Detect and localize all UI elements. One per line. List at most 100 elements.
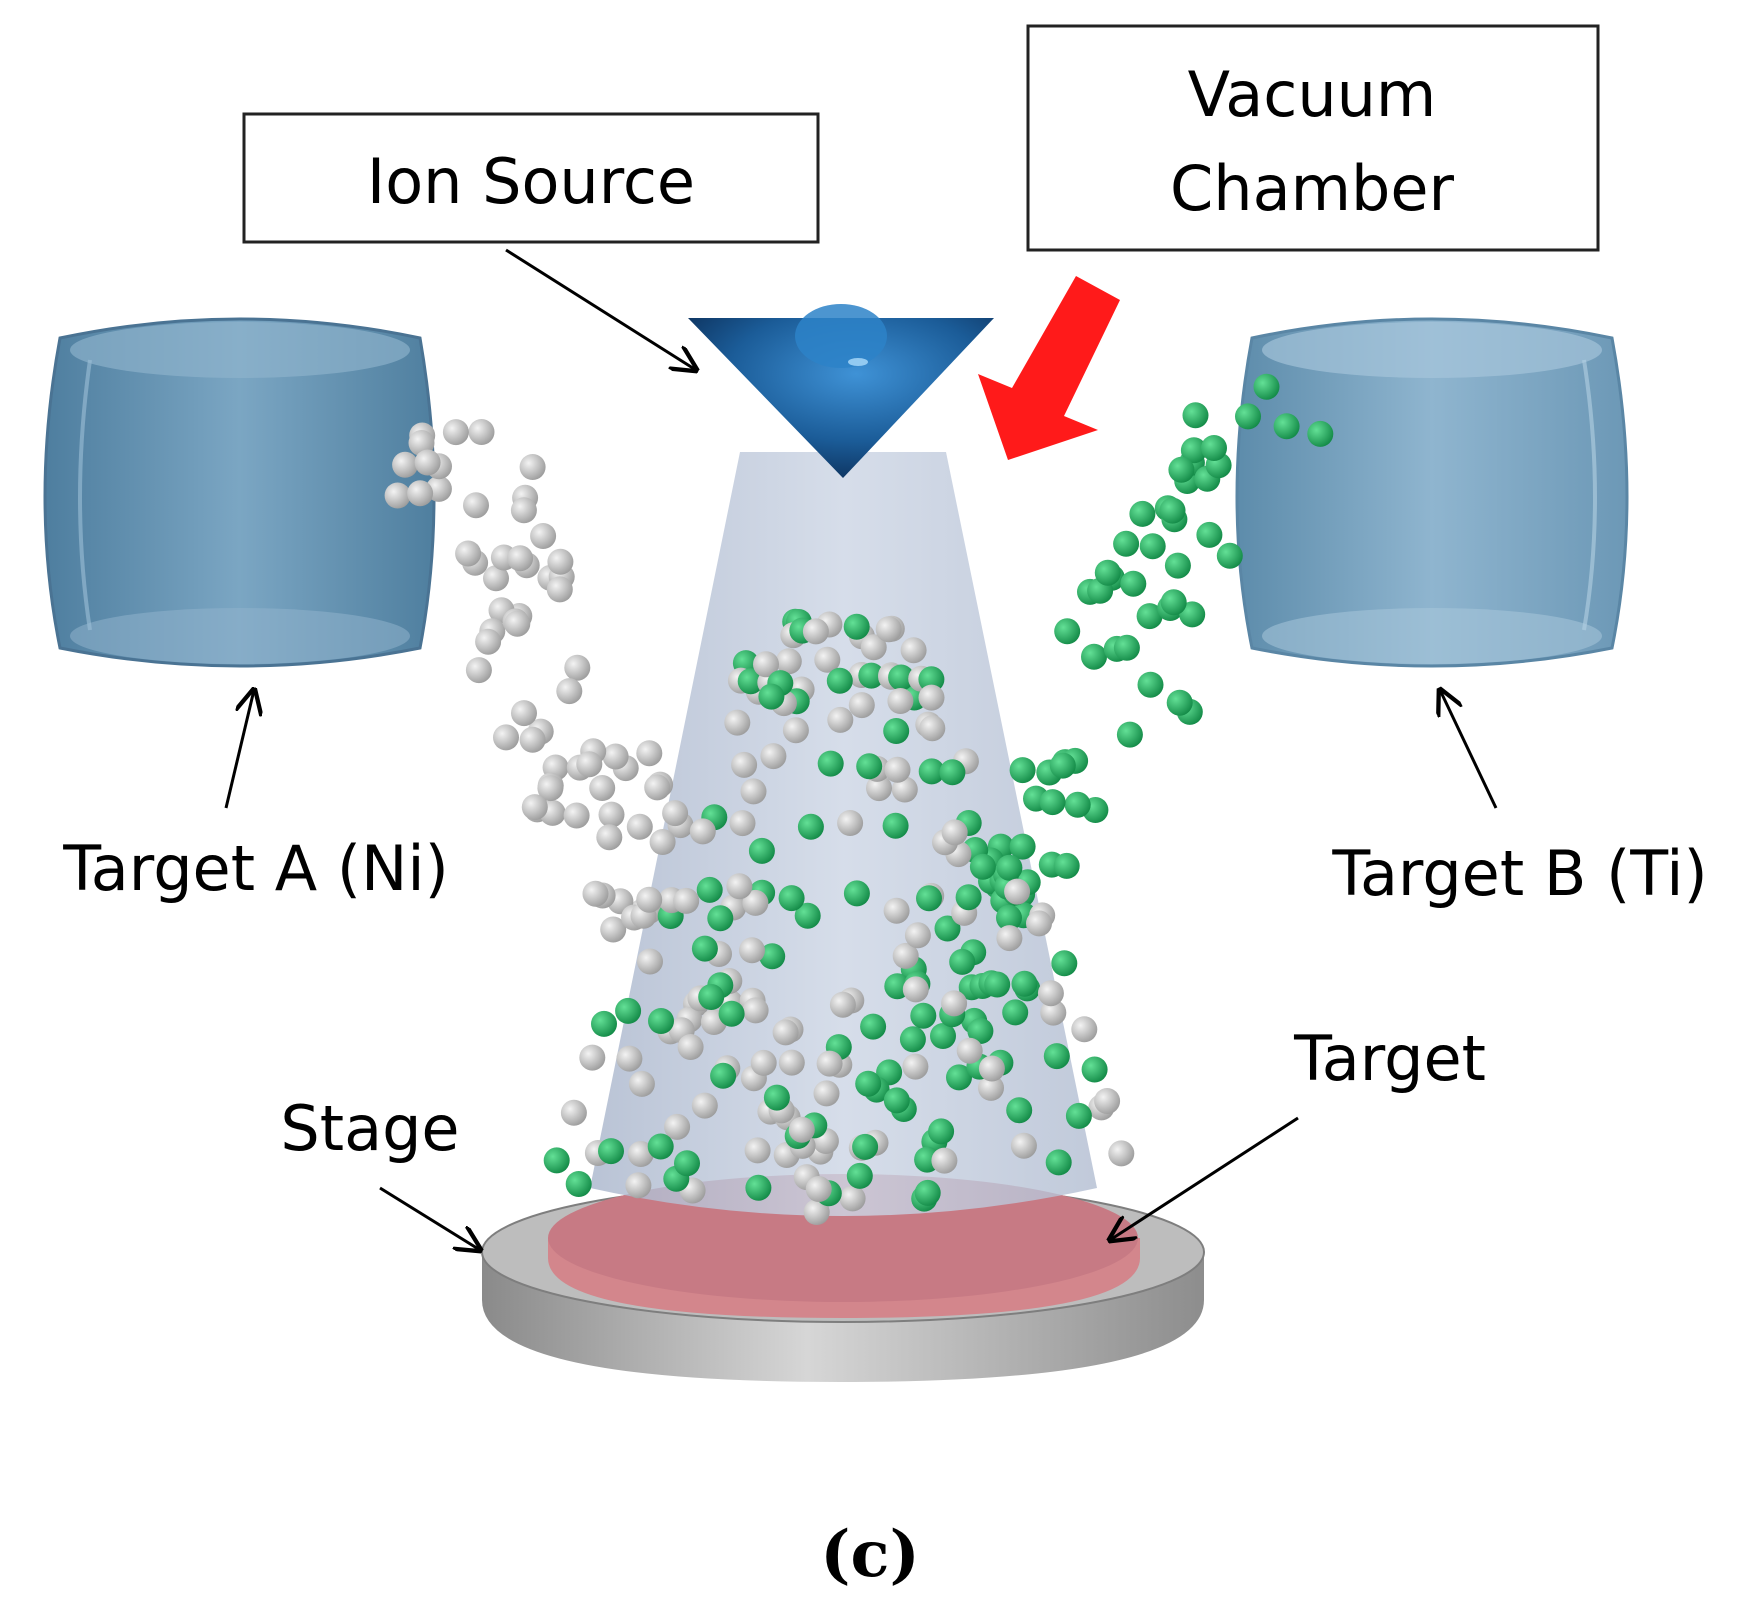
target-b-label: Target B (Ti)	[1331, 837, 1707, 910]
ti-particle	[1002, 999, 1029, 1026]
ni-particle	[626, 813, 653, 840]
ni-particle	[860, 634, 887, 661]
ni-particle	[636, 886, 663, 913]
ti-particle	[1182, 402, 1209, 429]
ni-particle	[805, 1176, 832, 1202]
ni-particle	[600, 916, 627, 943]
ni-particle	[689, 818, 716, 845]
ion-source-pointer	[505, 248, 696, 370]
ion-source-cone-icon	[688, 304, 994, 478]
ni-particle	[1108, 1140, 1135, 1167]
ti-particle	[1065, 1102, 1092, 1129]
ni-particle	[829, 991, 856, 1018]
ti-particle	[1168, 456, 1195, 483]
ni-particle	[904, 922, 931, 949]
ti-particle	[748, 837, 775, 864]
ti-particle	[1253, 373, 1280, 400]
ti-particle	[1273, 413, 1300, 440]
ti-particle	[946, 1064, 972, 1091]
ti-particle	[647, 1133, 674, 1160]
ni-particle	[839, 1185, 866, 1212]
ti-particle	[710, 1062, 737, 1089]
target-a-pointer	[224, 690, 254, 809]
ni-particle	[772, 1019, 799, 1046]
ni-particle	[848, 692, 875, 719]
ion-source-label: Ion Source	[367, 145, 695, 218]
ni-particle	[978, 1074, 1004, 1101]
ni-particle	[731, 751, 758, 778]
ti-particle	[691, 935, 718, 962]
ni-particle	[408, 430, 435, 456]
target-a-label: Target A (Ni)	[62, 832, 449, 905]
ti-particle	[846, 1162, 873, 1189]
ti-particle	[969, 853, 996, 880]
ni-particle	[628, 1070, 655, 1097]
ni-particle	[637, 948, 663, 975]
ti-particle	[967, 1018, 994, 1044]
ni-particle	[530, 523, 557, 549]
ti-particle	[1136, 603, 1163, 630]
ni-particle	[625, 1172, 652, 1199]
ti-particle	[1113, 634, 1140, 661]
ti-particle	[1179, 601, 1206, 628]
ni-particle	[691, 1092, 718, 1119]
ti-particle	[939, 759, 966, 786]
target-label: Target	[1293, 1022, 1486, 1095]
ni-particle	[483, 565, 509, 592]
ni-particle	[547, 548, 574, 575]
ni-particle	[900, 637, 927, 664]
red-arrow-icon	[978, 276, 1120, 460]
ti-particle	[591, 1010, 617, 1037]
ti-particle	[797, 813, 824, 840]
ti-particle	[737, 668, 764, 695]
ti-particle	[565, 1171, 592, 1197]
ti-particle	[1081, 1056, 1108, 1083]
ti-particle	[1011, 970, 1038, 997]
ni-particle	[996, 925, 1023, 952]
ti-particle	[996, 904, 1022, 931]
ni-particle	[468, 419, 495, 445]
ti-particle	[855, 1070, 882, 1097]
ti-particle	[1307, 420, 1334, 447]
ni-particle	[1026, 910, 1052, 937]
ti-particle	[916, 885, 942, 912]
ti-particle	[1039, 789, 1066, 816]
ni-particle	[919, 715, 946, 742]
ni-particle	[475, 628, 502, 655]
ni-particle	[563, 802, 590, 829]
ti-particle	[1051, 950, 1078, 977]
ti-particle	[899, 1026, 926, 1053]
ti-particle	[1043, 1043, 1070, 1070]
ni-particle	[519, 454, 546, 480]
ni-particle	[802, 618, 829, 645]
ni-particle	[814, 646, 841, 673]
ni-particle	[902, 976, 929, 1003]
ni-particle	[649, 829, 676, 855]
ni-particle	[537, 775, 564, 802]
ni-particle	[742, 997, 769, 1024]
ni-particle	[465, 657, 492, 684]
ni-particle	[1004, 878, 1031, 905]
ni-particle	[616, 1045, 643, 1072]
ti-particle	[856, 753, 883, 780]
ni-particle	[892, 942, 919, 969]
ti-particle	[759, 943, 786, 970]
ti-particle	[1166, 689, 1193, 716]
ni-particle	[576, 751, 603, 778]
ti-particle	[843, 880, 870, 907]
ti-particle	[843, 613, 870, 640]
ti-particle	[1164, 552, 1191, 579]
ti-particle	[674, 1150, 700, 1177]
vacuum-chamber-label-line1: Vacuum	[1188, 58, 1437, 131]
ni-particle	[579, 1044, 606, 1071]
ni-particle	[813, 1080, 840, 1107]
ni-particle	[1037, 980, 1064, 1007]
figure-caption: (c)	[820, 1517, 920, 1592]
ti-particle	[707, 905, 734, 932]
ti-particle	[718, 1000, 745, 1027]
ni-particle	[560, 1099, 587, 1126]
ni-particle	[627, 1141, 654, 1167]
ni-particle	[510, 497, 537, 524]
target-b-cylinder	[1235, 317, 1629, 668]
